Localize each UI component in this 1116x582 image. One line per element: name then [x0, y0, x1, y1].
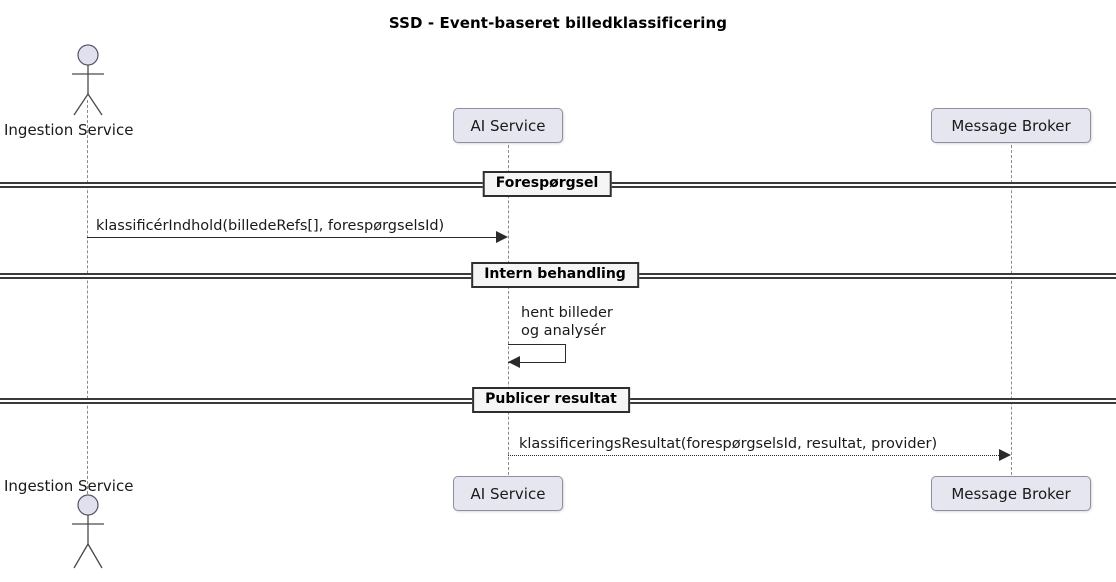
message-label-hent-billeder: hent billeder og analysér	[521, 304, 613, 340]
actor-label-ingestion-service-top: Ingestion Service	[4, 121, 134, 139]
participant-box-ai-service-top[interactable]: AI Service	[453, 108, 563, 143]
message-arrowhead-hent-billeder	[508, 356, 520, 368]
message-line-klassificer-indhold	[87, 237, 496, 238]
message-self-loop-hent-billeder	[508, 344, 566, 363]
message-label-klassificer-indhold: klassificérIndhold(billedeRefs[], foresp…	[96, 218, 445, 234]
participant-label-ai-service-top: AI Service	[470, 116, 546, 135]
message-label-klassificerings-resultat: klassificeringsResultat(forespørgselsId,…	[519, 436, 938, 452]
message-label-hent-billeder-line2: og analysér	[521, 323, 606, 339]
actor-label-ingestion-service-bottom: Ingestion Service	[4, 477, 134, 495]
participant-label-ai-service-bottom: AI Service	[470, 484, 546, 503]
lifeline-message-broker	[1011, 145, 1012, 475]
actor-figure-icon	[72, 44, 104, 116]
message-arrowhead-klassificer-indhold	[496, 231, 508, 243]
message-label-hent-billeder-line1: hent billeder	[521, 305, 613, 321]
lifeline-ai-service	[508, 145, 509, 475]
message-arrowhead-klassificerings-resultat	[999, 449, 1011, 461]
actor-ingestion-service-top[interactable]	[62, 44, 114, 116]
participant-box-message-broker-bottom[interactable]: Message Broker	[931, 476, 1091, 511]
message-line-klassificerings-resultat	[508, 455, 999, 456]
participant-label-message-broker-top: Message Broker	[951, 116, 1071, 135]
divider-label-forespoergsel: Forespørgsel	[482, 171, 612, 197]
lifeline-ingestion-service	[87, 100, 88, 509]
participant-box-ai-service-bottom[interactable]: AI Service	[453, 476, 563, 511]
participant-box-message-broker-top[interactable]: Message Broker	[931, 108, 1091, 143]
actor-figure-icon	[72, 494, 104, 569]
divider-label-intern-behandling: Intern behandling	[471, 262, 639, 288]
divider-label-publicer-resultat: Publicer resultat	[472, 387, 630, 413]
participant-label-message-broker-bottom: Message Broker	[951, 484, 1071, 503]
diagram-title: SSD - Event-baseret billedklassificering	[388, 14, 728, 32]
actor-ingestion-service-bottom[interactable]	[62, 494, 114, 570]
